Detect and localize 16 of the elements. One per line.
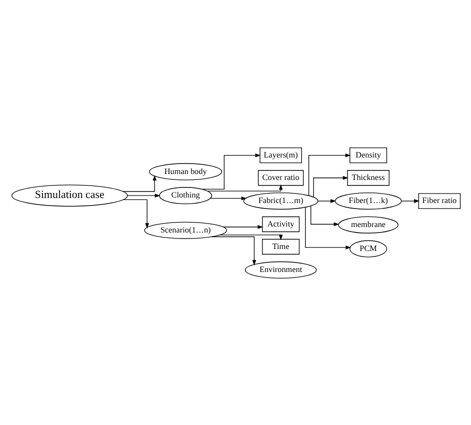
arrow [317,198,336,202]
arrow [310,205,339,226]
arrow [122,174,156,192]
arrow [201,152,260,190]
arrow [206,184,282,191]
arrow [122,198,148,228]
arrow [312,175,348,197]
arrow [304,206,351,249]
arrow [308,152,350,196]
arrow [218,234,282,240]
arrow [222,224,263,228]
node-ellipse: Simulation case [10,184,128,206]
arrow [400,198,420,202]
arrow [210,196,246,200]
arrow [126,193,160,197]
arrow [210,236,256,266]
